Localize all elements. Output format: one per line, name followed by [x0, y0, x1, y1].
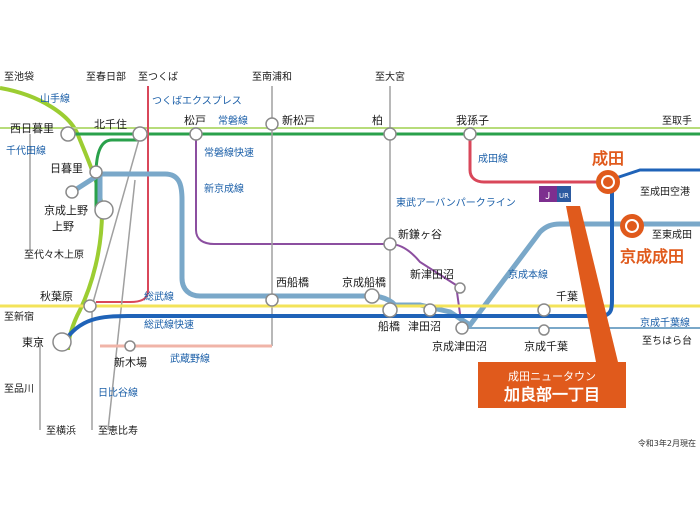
station-keisei-tsudanuma: 京成津田沼: [432, 339, 487, 353]
station-nishi-nippori: 西日暮里: [10, 121, 54, 135]
station-chiba: 千葉: [556, 289, 578, 303]
station-matsudo: 松戸: [184, 113, 206, 127]
node-kita-senju: [132, 126, 148, 142]
node-shin-tsudanuma: [454, 282, 466, 294]
ur-logo: UR ᴊ: [539, 186, 571, 202]
station-ueno: 上野: [52, 220, 74, 233]
node-shin-kamagaya: [383, 237, 397, 251]
dest-kasukabe: 至春日部: [86, 70, 126, 83]
station-shin-matsudo: 新松戸: [282, 113, 315, 127]
station-abiko: 我孫子: [456, 114, 489, 127]
line-label-joban-rapid: 常磐線快速: [204, 146, 254, 159]
station-kashiwa: 柏: [372, 113, 383, 127]
station-kita-senju: 北千住: [94, 117, 127, 131]
station-keisei-ueno: 京成上野: [44, 203, 88, 217]
dest-narita-airport: 至成田空港: [640, 185, 690, 198]
node-keisei-chiba: [538, 324, 550, 336]
node-tsudanuma: [423, 303, 437, 317]
node-akihabara: [83, 299, 97, 313]
station-nishi-funabashi: 西船橋: [276, 275, 309, 289]
station-narita: 成田: [592, 149, 624, 168]
node-narita: [603, 177, 613, 187]
dest-shinagawa: 至品川: [4, 383, 34, 395]
dest-tsukuba: 至つくば: [138, 71, 178, 83]
line-label-chiyoda: 千代田線: [6, 144, 46, 157]
node-nishi-funabashi: [265, 293, 279, 307]
tsukuba-express-line: [96, 86, 149, 303]
node-keisei-narita: [627, 221, 637, 231]
date-note: 令和3年2月現在: [638, 438, 696, 448]
station-akihabara: 秋葉原: [40, 289, 73, 303]
line-label-musashino: 武蔵野線: [170, 352, 210, 365]
callout-line2: 加良部一丁目: [503, 385, 600, 404]
dest-toride: 至取手: [662, 114, 692, 127]
node-funabashi: [382, 302, 398, 318]
callout-pointer: [566, 206, 618, 362]
dest-minami-urawa: 至南浦和: [252, 70, 292, 83]
dest-ikebukuro: 至池袋: [4, 70, 34, 83]
ur-logo-text: UR: [559, 192, 569, 200]
station-keisei-funabashi: 京成船橋: [342, 275, 386, 289]
station-funabashi: 船橋: [378, 319, 400, 333]
station-keisei-chiba: 京成千葉: [524, 339, 568, 353]
dest-ebisu: 至恵比寿: [98, 424, 138, 437]
line-label-keisei-chiba: 京成千葉線: [640, 316, 690, 329]
station-tsudanuma: 津田沼: [408, 319, 441, 333]
node-abiko: [463, 127, 477, 141]
station-shin-kiba: 新木場: [114, 355, 147, 369]
node-shin-kiba: [124, 340, 136, 352]
dest-chiharadai: 至ちはら台: [642, 334, 692, 347]
dest-yokohama: 至横浜: [46, 424, 76, 437]
node-nishi-nippori: [60, 126, 76, 142]
station-nippori: 日暮里: [50, 161, 83, 175]
line-label-joban: 常磐線: [218, 114, 248, 127]
line-label-yamanote: 山手線: [40, 92, 70, 105]
line-label-tsukuba-express: つくばエクスプレス: [152, 95, 242, 107]
dest-shinjuku: 至新宿: [4, 310, 34, 323]
node-nippori: [89, 165, 103, 179]
node-keisei-ueno: [65, 185, 79, 199]
node-keisei-funabashi: [364, 288, 380, 304]
dest-omiya: 至大宮: [375, 70, 405, 83]
sobu-rapid-line: [62, 182, 614, 344]
callout-box: [478, 362, 626, 408]
dest-yoyogi-uehara: 至代々木上原: [24, 249, 84, 261]
line-label-tobu-urban-park: 東武アーバンパークライン: [396, 196, 516, 209]
line-label-narita: 成田線: [478, 152, 508, 165]
node-kashiwa: [383, 127, 397, 141]
node-shin-matsudo: [265, 117, 279, 131]
station-shin-tsudanuma: 新津田沼: [410, 267, 454, 281]
line-label-sobu: 総武線: [144, 290, 174, 303]
dest-higashi-narita: 至東成田: [652, 228, 692, 241]
station-keisei-narita: 京成成田: [620, 247, 684, 266]
line-label-shin-keisei: 新京成線: [204, 182, 244, 195]
ur-logo-mark: ᴊ: [546, 188, 551, 202]
node-tokyo: [52, 332, 72, 352]
node-chiba: [537, 303, 551, 317]
callout-line1: 成田ニュータウン: [508, 370, 596, 383]
node-ueno: [94, 200, 114, 220]
narita-line: [468, 134, 604, 184]
node-matsudo: [189, 127, 203, 141]
line-label-hibiya: 日比谷線: [98, 386, 138, 399]
line-label-keisei-main: 京成本線: [508, 268, 548, 281]
line-label-sobu-rapid: 総武線快速: [144, 318, 194, 331]
station-shin-kamagaya: 新鎌ヶ谷: [398, 227, 442, 241]
station-tokyo: 東京: [22, 335, 44, 349]
node-keisei-tsudanuma: [455, 321, 469, 335]
